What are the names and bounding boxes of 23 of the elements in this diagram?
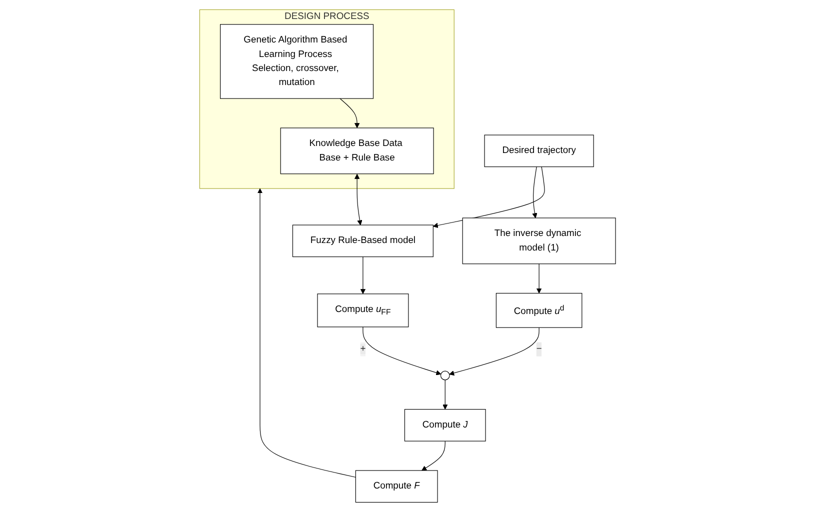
node-box: Desired trajectory	[484, 134, 594, 168]
node-box: Fuzzy Rule-Based model	[292, 224, 434, 258]
arrow	[360, 256, 366, 294]
node-box: Compute F	[356, 470, 438, 503]
arrow	[536, 264, 542, 294]
edge-label: +	[360, 344, 366, 354]
edge-label: −	[536, 344, 542, 354]
arrow	[532, 166, 538, 218]
arrow	[422, 440, 446, 471]
arrow	[442, 380, 448, 410]
node-box: The inverse dynamic model (1)	[462, 218, 616, 264]
node-box: Compute J	[404, 409, 486, 442]
node-box: Genetic Algorithm Based Learning Process Selection, crossover, mutation	[220, 24, 374, 99]
arrow	[258, 188, 356, 478]
node-box: Compute u$^{d}$	[496, 292, 583, 328]
arrow	[363, 326, 442, 376]
arrow	[450, 327, 540, 376]
node-box: Knowledge Base Data Base + Rule Base	[280, 128, 434, 174]
node-box: Compute u$_{FF}$	[318, 294, 410, 328]
node-circle	[440, 370, 450, 380]
arrow	[340, 98, 360, 128]
arrow	[354, 174, 363, 226]
arrow	[433, 166, 546, 228]
